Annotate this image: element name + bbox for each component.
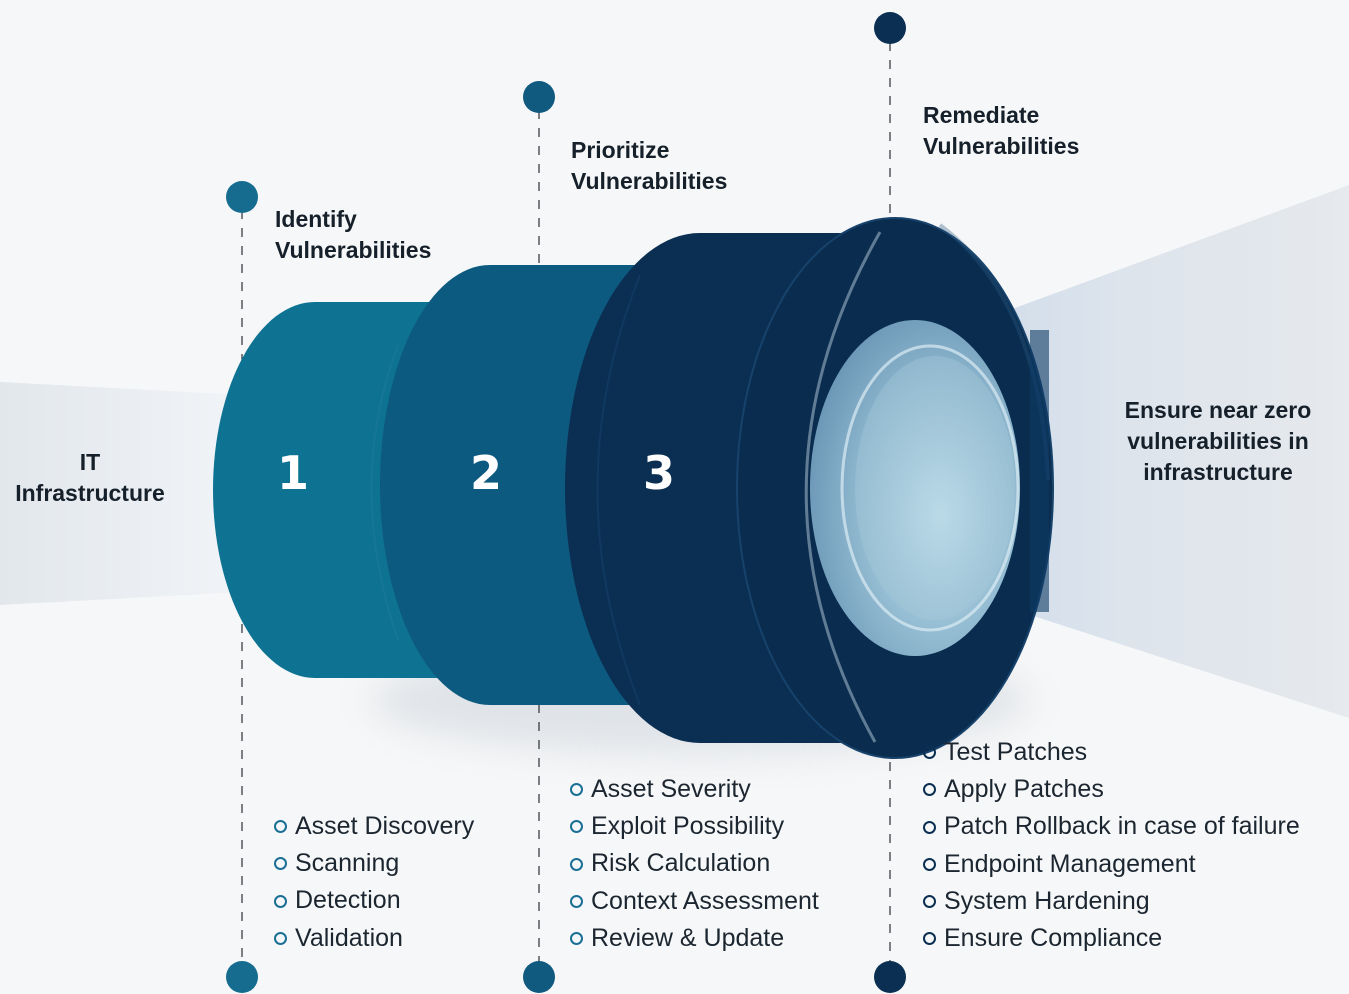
list-item: Risk Calculation	[570, 845, 819, 882]
stage-3-bottom-dot	[874, 961, 906, 993]
list-item: Asset Severity	[570, 771, 819, 808]
stage-2-bottom-dot	[523, 961, 555, 993]
bullet-circle-icon	[274, 931, 287, 945]
bullet-circle-icon	[570, 783, 583, 797]
input-beam	[0, 382, 245, 605]
bullet-circle-icon	[570, 820, 583, 834]
list-item: System Hardening	[923, 883, 1300, 920]
list-item: Endpoint Management	[923, 846, 1300, 883]
list-item: Ensure Compliance	[923, 920, 1300, 957]
list-item: Apply Patches	[923, 771, 1300, 808]
bullet-circle-icon	[274, 820, 287, 834]
list-item: Review & Update	[570, 920, 819, 957]
list-item: Exploit Possibility	[570, 808, 819, 845]
bullet-circle-icon	[570, 931, 583, 945]
list-item: Validation	[274, 920, 474, 957]
bullet-circle-icon	[274, 894, 287, 908]
stage-2-number: 2	[470, 446, 503, 500]
bullet-circle-icon	[923, 820, 936, 834]
lens	[810, 320, 1020, 656]
bullet-circle-icon	[923, 783, 936, 797]
stage-2-title: Prioritize Vulnerabilities	[571, 137, 728, 194]
bullet-circle-icon	[923, 894, 936, 908]
stage-1-list: Asset Discovery Scanning Detection Valid…	[274, 808, 474, 957]
stage-3-top-dot	[874, 12, 906, 44]
bullet-circle-icon	[923, 746, 936, 760]
bullet-circle-icon	[274, 857, 287, 871]
list-item: Patch Rollback in case of failure	[923, 808, 1300, 845]
list-item: Scanning	[274, 845, 474, 882]
stage-3-list: Test Patches Apply Patches Patch Rollbac…	[923, 734, 1300, 957]
list-item: Context Assessment	[570, 883, 819, 920]
input-label: IT Infrastructure	[15, 449, 165, 506]
bullet-circle-icon	[923, 932, 936, 946]
stage-3-title: Remediate Vulnerabilities	[923, 102, 1080, 159]
stage-2-list: Asset Severity Exploit Possibility Risk …	[570, 771, 819, 957]
stage-1-bottom-dot	[226, 961, 258, 993]
bullet-circle-icon	[923, 857, 936, 871]
list-item: Detection	[274, 882, 474, 919]
stage-3-number: 3	[643, 446, 676, 500]
bullet-circle-icon	[570, 857, 583, 871]
list-item: Asset Discovery	[274, 808, 474, 845]
bullet-circle-icon	[570, 894, 583, 908]
output-label: Ensure near zero vulnerabilities in infr…	[1124, 397, 1312, 485]
list-item: Test Patches	[923, 734, 1300, 771]
stage-2-top-dot	[523, 81, 555, 113]
stage-1-number: 1	[277, 446, 310, 500]
stage-1-title: Identify Vulnerabilities	[275, 206, 432, 263]
stage-1-top-dot	[226, 181, 258, 213]
